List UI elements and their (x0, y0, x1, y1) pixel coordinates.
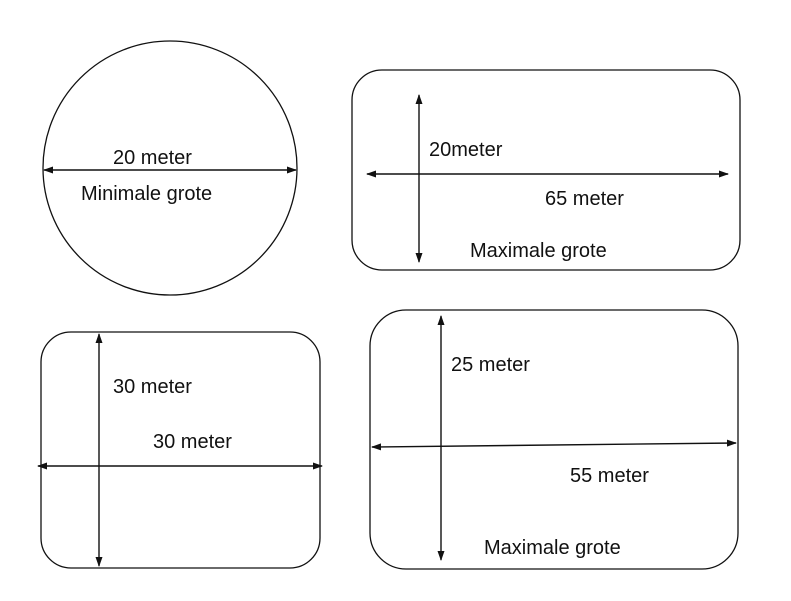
rect-bottom-right-field: 25 meter 55 meter Maximale grote (369, 309, 739, 570)
rect-top-right-field: 20meter 65 meter Maximale grote (351, 69, 741, 271)
rect-bottom-left-width-label: 30 meter (153, 431, 232, 453)
rect-bottom-right-caption: Maximale grote (484, 537, 621, 559)
rect-bottom-right-width-arrow (371, 439, 737, 451)
circle-caption: Minimale grote (81, 183, 212, 205)
circle-field: 20 meter Minimale grote (42, 40, 298, 296)
rect-top-right-outline (351, 69, 741, 271)
circle-width-label: 20 meter (113, 147, 192, 169)
rect-bottom-right-outline (369, 309, 739, 570)
rect-bottom-right-width-label: 55 meter (570, 465, 649, 487)
rect-top-right-width-label: 65 meter (545, 188, 624, 210)
rect-bottom-left-outline (40, 331, 321, 569)
rect-bottom-left-height-label: 30 meter (113, 376, 192, 398)
rect-top-right-caption: Maximale grote (470, 240, 607, 262)
rect-top-right-height-label: 20meter (429, 139, 503, 161)
rect-bottom-right-height-label: 25 meter (451, 354, 530, 376)
rect-bottom-left-field: 30 meter 30 meter (37, 331, 323, 569)
